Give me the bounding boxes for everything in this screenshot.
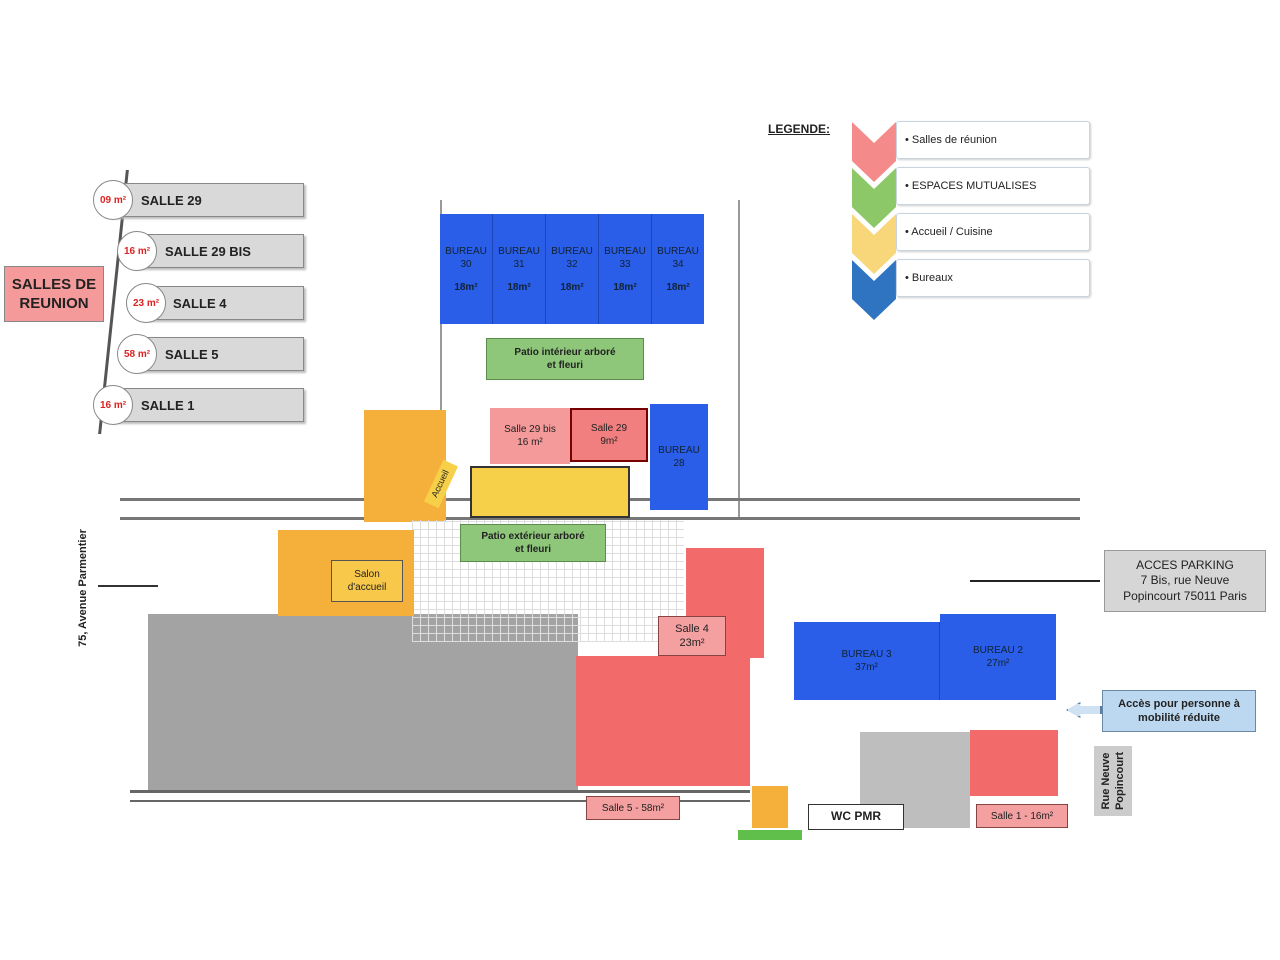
room-area-badge: 16 m²	[117, 231, 157, 271]
legend-title: LEGENDE:	[768, 122, 831, 136]
pmr-access: Accès pour personne à mobilité réduite	[1102, 690, 1256, 732]
room-name: SALLE 5	[165, 346, 219, 362]
salle-1-room	[970, 730, 1058, 796]
room-name: SALLE 4	[173, 295, 227, 311]
office-33: BUREAU 33 18m²	[599, 214, 652, 324]
office-area: 18m²	[560, 281, 584, 293]
street-right: Rue Neuve Popincourt	[1094, 746, 1132, 816]
office-name: BUREAU 31	[498, 245, 540, 270]
patio-exterieur: Patio extérieur arboré et fleuri	[460, 524, 606, 562]
office-name: BUREAU 32	[551, 245, 593, 270]
legend-item: • ESPACES MUTUALISES	[896, 167, 1090, 205]
office-name: BUREAU 30	[445, 245, 487, 270]
bottom-wall	[130, 790, 750, 802]
room-name: SALLE 1	[141, 397, 195, 413]
office-area: 18m²	[507, 281, 531, 293]
room-area-badge: 23 m²	[126, 283, 166, 323]
parking-access: ACCES PARKING 7 Bis, rue Neuve Popincour…	[1104, 550, 1266, 612]
office-name: BUREAU 34	[657, 245, 699, 270]
salle-5-room	[576, 656, 750, 786]
meeting-room-row: SALLE 4	[142, 286, 304, 320]
office-name: BUREAU 33	[604, 245, 646, 270]
legend-item: • Bureaux	[896, 259, 1090, 297]
office-area: 18m²	[666, 281, 690, 293]
meeting-room-row: SALLE 5	[134, 337, 304, 371]
bureau-3: BUREAU 3 37m²	[794, 622, 940, 700]
office-area: 18m²	[613, 281, 637, 293]
salle-29-bis: Salle 29 bis 16 m²	[490, 408, 570, 464]
office-31: BUREAU 31 18m²	[493, 214, 546, 324]
office-30: BUREAU 30 18m²	[440, 214, 493, 324]
room-name: SALLE 29 BIS	[165, 243, 251, 259]
green-entry	[738, 830, 802, 840]
kitchen	[470, 466, 630, 518]
room-area-badge: 58 m²	[117, 334, 157, 374]
legend-item: • Salles de réunion	[896, 121, 1090, 159]
salle-4-label: Salle 4 23m²	[658, 616, 726, 656]
meeting-room-row: SALLE 29 BIS	[134, 234, 304, 268]
legend-swatch-meeting	[852, 122, 896, 182]
bureau-28: BUREAU 28	[650, 404, 708, 510]
bureau-2: BUREAU 2 27m²	[940, 614, 1056, 700]
legend-item: • Accueil / Cuisine	[896, 213, 1090, 251]
grey-zone	[148, 614, 578, 792]
entrance-arrow	[98, 585, 158, 587]
room-area-badge: 09 m²	[93, 180, 133, 220]
parking-arrow	[970, 580, 1100, 582]
salle-29: Salle 29 9m²	[570, 408, 648, 462]
office-32: BUREAU 32 18m²	[546, 214, 599, 324]
patio-interieur: Patio intérieur arboré et fleuri	[486, 338, 644, 380]
salle-1-label: Salle 1 - 16m²	[976, 804, 1068, 828]
street-left: 75, Avenue Parmentier	[76, 529, 89, 647]
office-area: 18m²	[454, 281, 478, 293]
room-area-badge: 16 m²	[93, 385, 133, 425]
office-34: BUREAU 34 18m²	[652, 214, 704, 324]
room-name: SALLE 29	[141, 192, 202, 208]
meeting-room-row: SALLE 1	[110, 388, 304, 422]
meeting-rooms-title: SALLES DE REUNION	[4, 266, 104, 322]
office-block-top: BUREAU 30 18m² BUREAU 31 18m² BUREAU 32 18m…	[440, 214, 704, 324]
pmr-arrow	[1066, 702, 1102, 718]
wc-entry	[752, 786, 788, 828]
salle-5-label: Salle 5 - 58m²	[586, 796, 680, 820]
wc-pmr: WC PMR	[808, 804, 904, 830]
salon-accueil: Salon d'accueil	[331, 560, 403, 602]
meeting-room-row: SALLE 29	[110, 183, 304, 217]
